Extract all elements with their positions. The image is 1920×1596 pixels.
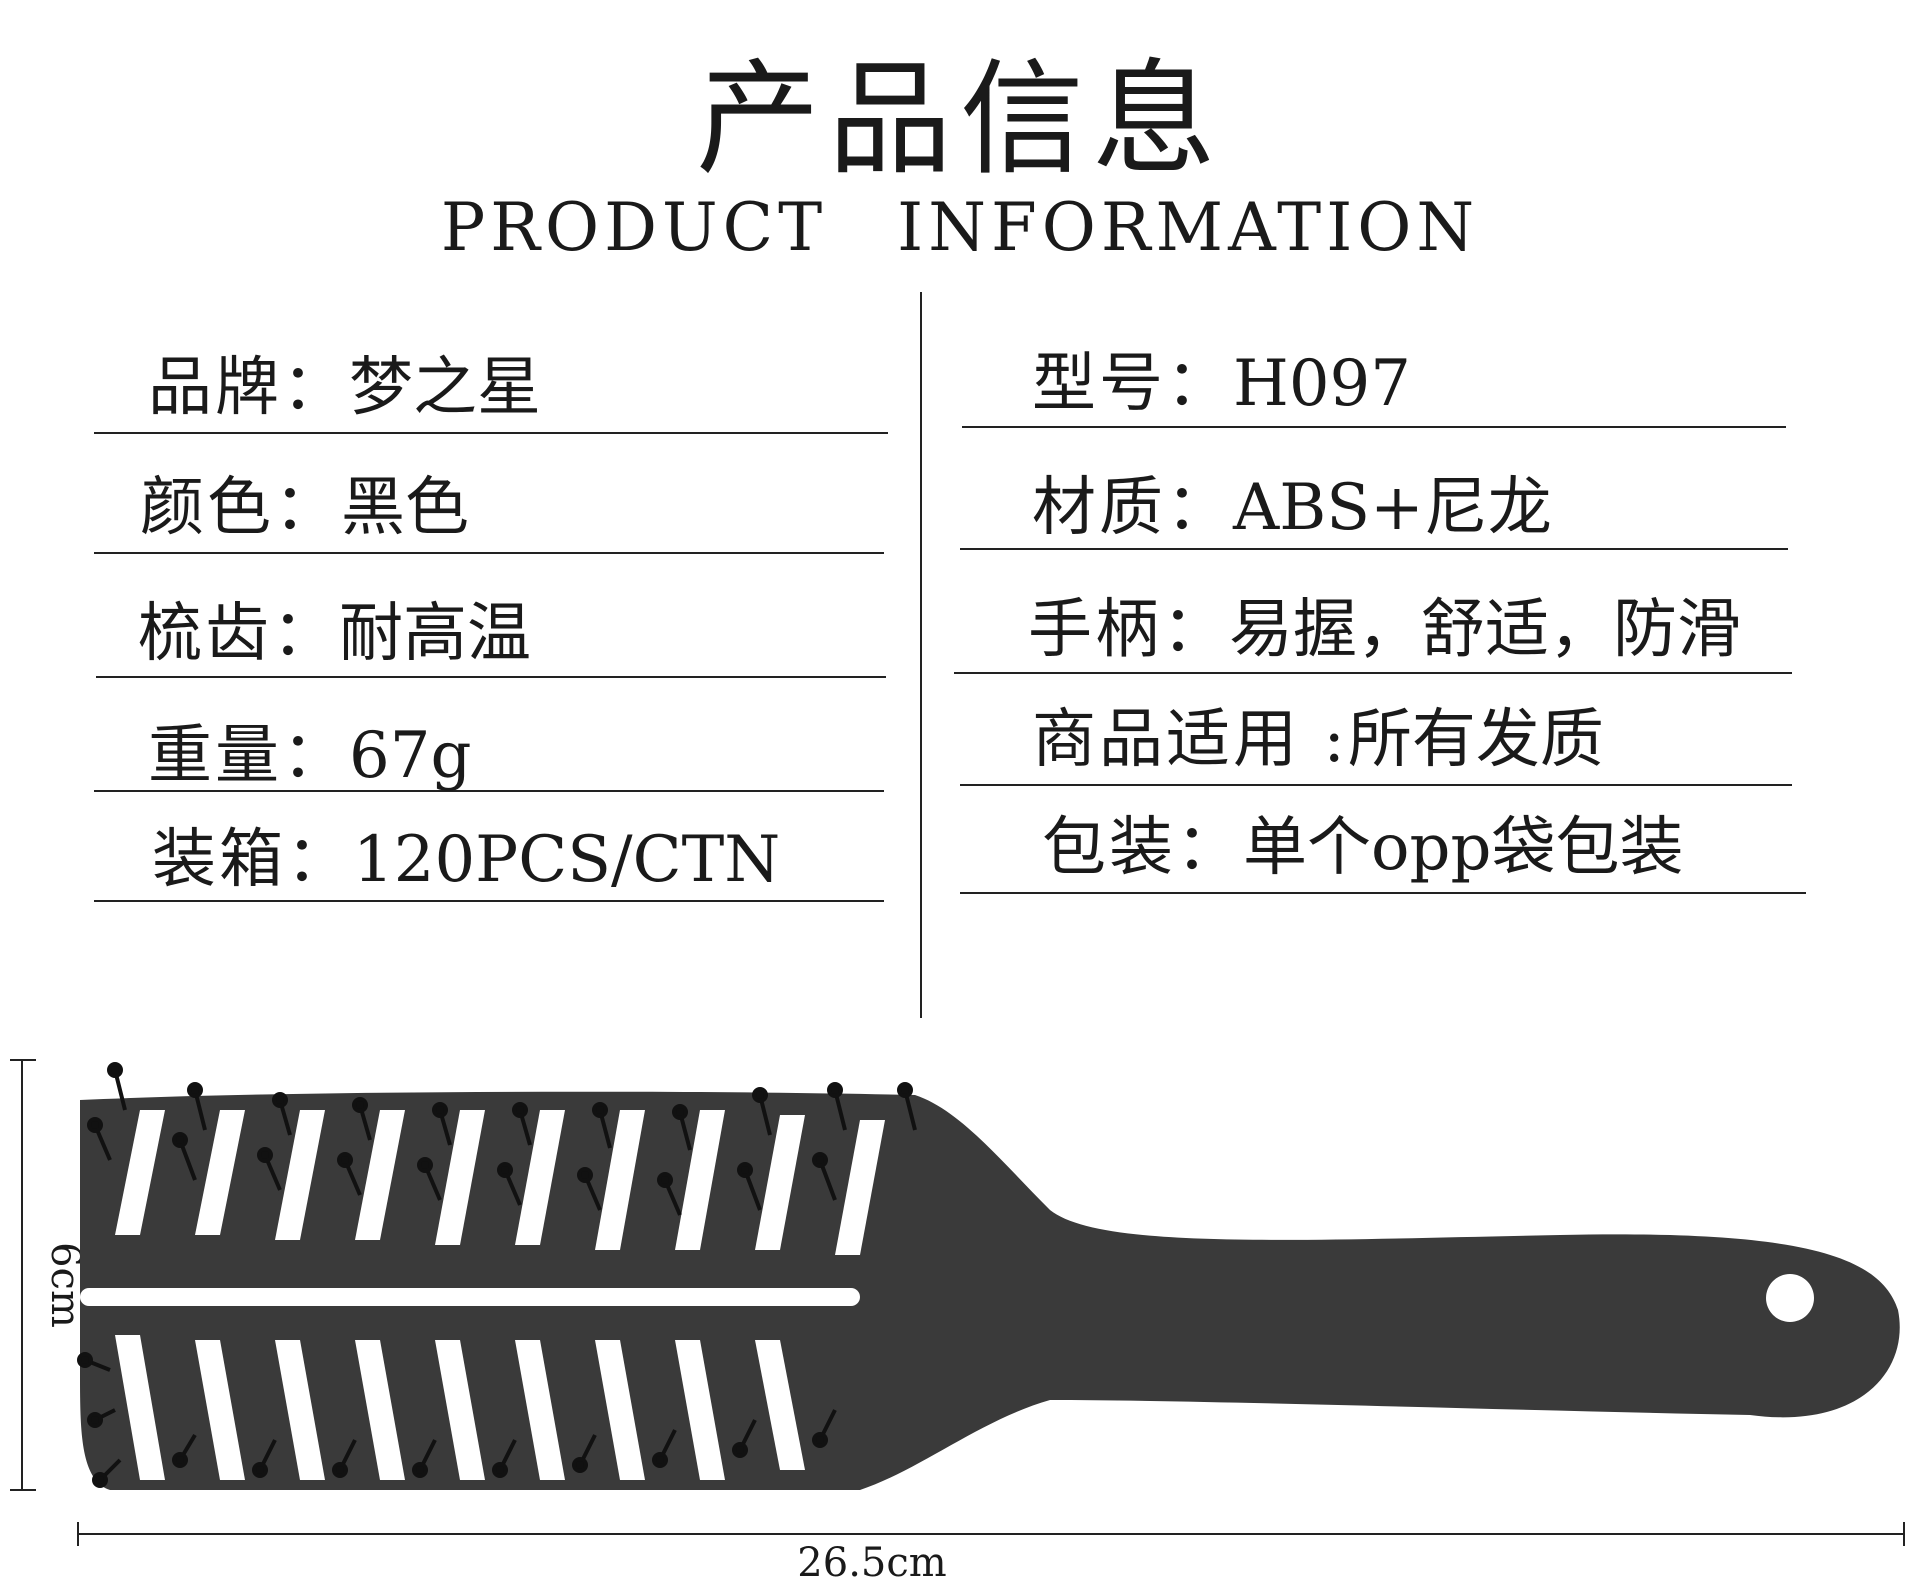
spec-row-handle: 手柄：易握，舒适，防滑	[954, 590, 1792, 674]
spec-key: 品牌：	[148, 351, 349, 425]
spec-row-weight: 重量：67g	[94, 708, 884, 793]
title-chinese: 产品信息	[695, 48, 1224, 192]
spec-value: 梦之星	[349, 351, 541, 425]
spec-row-suitable: 商品适用 :所有发质	[960, 700, 1792, 786]
spec-row-packing: 装箱：120PCS/CTN	[94, 820, 884, 902]
height-dimension-line	[10, 1059, 36, 1491]
spec-value: 120PCS/CTN	[353, 823, 781, 897]
spec-row-brand: 品牌：梦之星	[94, 346, 888, 434]
length-dimension-line	[77, 1522, 1905, 1546]
spec-key: 商品适用 :	[1032, 703, 1348, 777]
spec-value: 易握，舒适，防滑	[1229, 593, 1741, 667]
spec-key: 材质：	[1032, 471, 1233, 545]
spec-value: H097	[1233, 347, 1411, 421]
column-divider	[920, 292, 922, 1018]
spec-row-color: 颜色：黑色	[94, 470, 884, 554]
handle-hole	[1766, 1274, 1814, 1322]
brush-body	[77, 1062, 1900, 1490]
spec-value: 耐高温	[339, 597, 531, 671]
title-english-word-2: INFORMATION	[897, 189, 1480, 266]
spec-value: 67g	[349, 719, 472, 793]
spec-row-bristles: 梳齿：耐高温	[96, 594, 886, 678]
bristles	[77, 1062, 917, 1488]
spec-key: 型号：	[1032, 347, 1233, 421]
spec-value: 黑色	[341, 471, 469, 545]
spec-row-model: 型号：H097	[962, 346, 1786, 428]
title-english-word-1: PRODUCT	[440, 189, 828, 266]
hair-brush-image: 6cm 26.5cm	[10, 1059, 1905, 1586]
spec-key: 重量：	[148, 719, 349, 793]
spec-value: 所有发质	[1347, 703, 1604, 777]
upper-vents	[115, 1110, 885, 1255]
lower-vents	[115, 1335, 805, 1480]
spec-key: 装箱：	[152, 823, 353, 897]
spec-row-package: 包装：单个opp袋包装	[960, 810, 1806, 894]
spec-row-material: 材质：ABS+尼龙	[960, 470, 1788, 550]
spec-value: ABS+尼龙	[1233, 471, 1552, 545]
center-slot	[80, 1288, 860, 1306]
spec-key: 颜色：	[140, 471, 341, 545]
length-label: 26.5cm	[797, 1540, 946, 1586]
product-illustration: 6cm 26.5cm	[0, 1040, 1920, 1592]
title-english: PRODUCT INFORMATION	[0, 188, 1920, 268]
spec-value: 单个opp袋包装	[1243, 811, 1684, 885]
spec-key: 包装：	[1042, 811, 1243, 885]
spec-key: 手柄：	[1028, 593, 1229, 667]
spec-key: 梳齿：	[138, 597, 339, 671]
